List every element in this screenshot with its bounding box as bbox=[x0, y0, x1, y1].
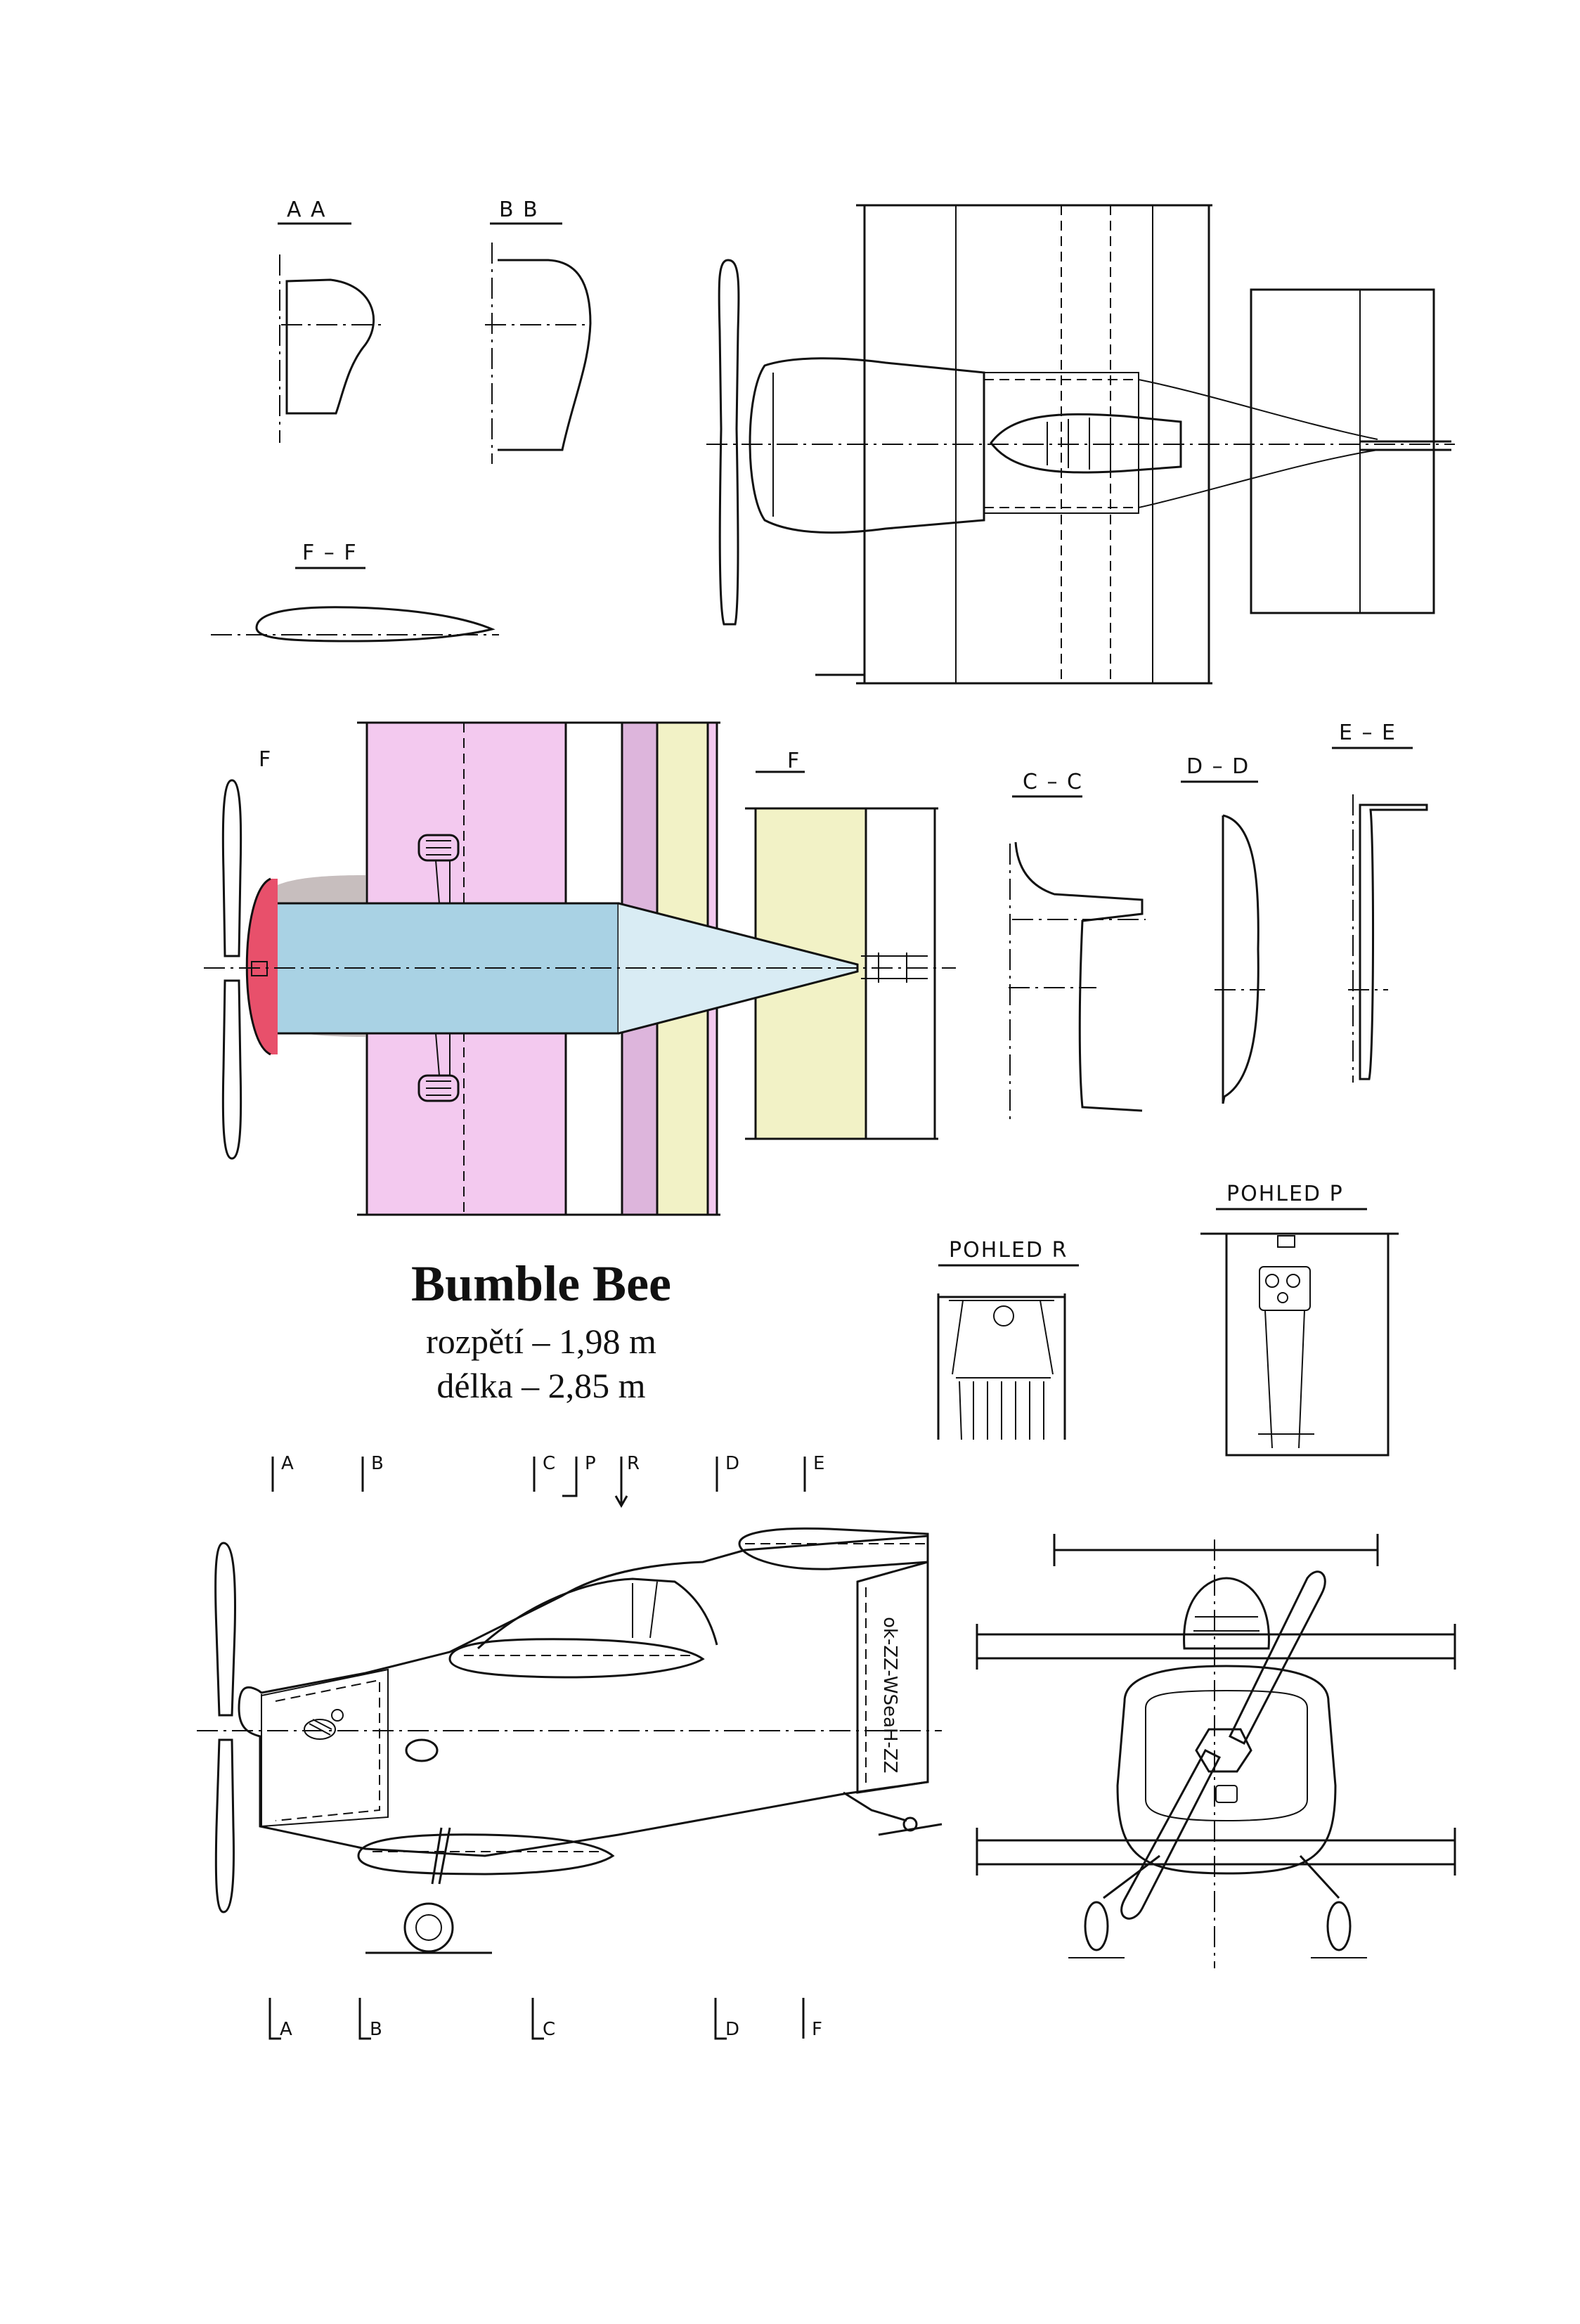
section-e-e-label: E – E bbox=[1339, 721, 1397, 745]
propeller-top bbox=[718, 259, 740, 626]
section-b-b-label: B B bbox=[499, 198, 539, 222]
section-d-d-label: D – D bbox=[1186, 754, 1250, 779]
airfoil-profile bbox=[255, 606, 496, 643]
main-gear-strut bbox=[431, 1827, 451, 1885]
top-view-colored: F F bbox=[204, 721, 956, 1216]
front-right-wheel bbox=[1326, 1901, 1352, 1951]
pohled-p-label: POHLED P bbox=[1226, 1182, 1344, 1206]
station-a-top: A bbox=[281, 1453, 294, 1474]
lower-wing-side bbox=[357, 1833, 615, 1876]
section-f-f-label: F – F bbox=[302, 541, 358, 565]
station-marks-bottom: A B C D F bbox=[268, 1998, 822, 2040]
wheel-top-upper bbox=[417, 834, 460, 862]
main-wheel-side bbox=[403, 1902, 454, 1953]
station-e-top: E bbox=[813, 1453, 824, 1474]
station-d-top: D bbox=[725, 1453, 739, 1474]
station-c-bottom: C bbox=[543, 2019, 555, 2040]
section-e-e-profile bbox=[1359, 803, 1428, 1080]
section-d-d: D – D bbox=[1181, 754, 1265, 1104]
title-block: Bumble Bee rozpětí – 1,98 m délka – 2,85… bbox=[411, 1255, 671, 1405]
length-spec: délka – 2,85 m bbox=[436, 1366, 645, 1405]
front-lower-wing bbox=[976, 1839, 1456, 1866]
section-b-b: B B bbox=[485, 198, 592, 464]
registration-mark: ok-ZZ-WSeaH-ZZ bbox=[879, 1617, 900, 1774]
section-c-c-profile bbox=[1014, 841, 1144, 1112]
view-pohled-r: POHLED R bbox=[937, 1238, 1079, 1440]
canopy-side bbox=[477, 1577, 718, 1650]
front-propeller-upper bbox=[1228, 1570, 1326, 1745]
cowl-red bbox=[247, 879, 278, 1054]
pohled-r-frame bbox=[937, 1293, 1066, 1440]
section-c-c-label: C – C bbox=[1023, 770, 1083, 794]
front-left-wheel bbox=[1084, 1901, 1109, 1951]
propeller-blade-lower bbox=[221, 979, 242, 1160]
wingspan-spec: rozpětí – 1,98 m bbox=[426, 1322, 656, 1361]
station-p-top: P bbox=[585, 1453, 596, 1474]
station-r-top: R bbox=[627, 1453, 640, 1474]
upper-wing-side bbox=[738, 1527, 929, 1570]
propeller-side-lower bbox=[214, 1738, 235, 1913]
fuselage-front-top bbox=[749, 357, 985, 534]
station-a-bottom: A bbox=[280, 2019, 292, 2040]
fuselage-side bbox=[238, 1535, 929, 1857]
front-fuselage bbox=[1116, 1665, 1337, 1875]
section-a-a-profile bbox=[285, 278, 375, 415]
section-b-b-profile bbox=[498, 259, 592, 451]
mid-wing-side bbox=[448, 1638, 705, 1679]
station-d-bottom: D bbox=[725, 2019, 739, 2040]
front-mid-wing bbox=[976, 1633, 1456, 1660]
aircraft-title: Bumble Bee bbox=[411, 1255, 671, 1312]
top-view-line bbox=[706, 204, 1455, 685]
section-a-a: A A bbox=[278, 198, 383, 443]
view-pohled-p: POHLED P bbox=[1200, 1182, 1399, 1457]
tailplane-top bbox=[1250, 288, 1435, 614]
rudder-side bbox=[856, 1561, 929, 1794]
propeller-side-upper bbox=[214, 1542, 236, 1717]
front-view bbox=[976, 1534, 1456, 1968]
station-b-top: B bbox=[371, 1453, 384, 1474]
station-b-bottom: B bbox=[370, 2019, 382, 2040]
propeller-blade-upper bbox=[221, 779, 242, 957]
fuel-cap bbox=[405, 1738, 439, 1762]
bee-emblem bbox=[304, 1709, 344, 1740]
side-view: ok-ZZ-WSeaH-ZZ bbox=[197, 1527, 943, 1954]
pohled-r-label: POHLED R bbox=[949, 1238, 1068, 1263]
station-marks-top: A B C P R D E bbox=[271, 1453, 824, 1509]
section-f-right-label: F bbox=[787, 749, 801, 773]
section-d-d-profile bbox=[1222, 814, 1260, 1104]
section-c-c: C – C bbox=[1009, 770, 1146, 1125]
station-f-bottom: F bbox=[812, 2019, 822, 2040]
front-canopy bbox=[1183, 1577, 1270, 1650]
section-f-f: F – F bbox=[211, 541, 499, 643]
front-spinner bbox=[1195, 1728, 1252, 1773]
section-e-e: E – E bbox=[1332, 721, 1428, 1083]
section-f-left-label: F bbox=[259, 747, 272, 772]
section-a-a-label: A A bbox=[287, 198, 327, 222]
front-propeller-lower bbox=[1120, 1749, 1222, 1920]
station-c-top: C bbox=[543, 1453, 555, 1474]
